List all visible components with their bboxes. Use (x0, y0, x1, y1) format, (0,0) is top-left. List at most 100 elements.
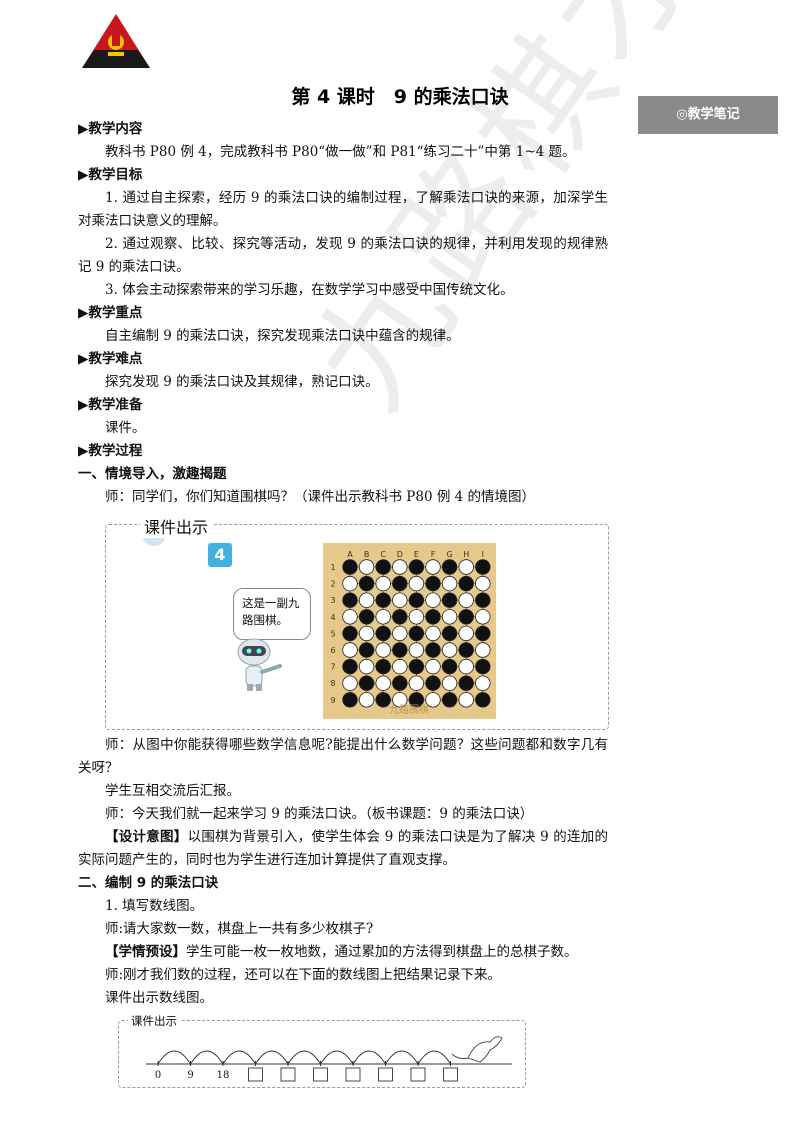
school-logo (82, 14, 150, 68)
step-heading: 二、编制 9 的乘法口诀 (78, 875, 219, 891)
white-stone (425, 592, 441, 608)
black-stone (475, 559, 491, 575)
board-col-label: C (380, 550, 386, 559)
paragraph: 师:刚才我们数的过程，还可以在下面的数线图上把结果记录下来。 (105, 967, 502, 983)
jump-arc (352, 1050, 386, 1065)
section-heading: ▶教学难点 (78, 351, 143, 367)
board-row-label: 8 (330, 679, 335, 688)
black-stone (475, 658, 491, 675)
black-stone (458, 642, 474, 658)
paragraph: 1. 填写数线图。 (105, 898, 204, 914)
black-stone (408, 658, 425, 675)
black-stone (408, 692, 425, 708)
board-row-label: 2 (330, 580, 335, 589)
section-heading: ▶教学重点 (78, 305, 143, 321)
tick-label: 9 (187, 1070, 193, 1081)
paragraph: 1. 通过自主探索，经历 9 的乘法口诀的编制过程，了解乘法口诀的来源，加深学生… (78, 190, 608, 229)
white-stone (408, 642, 425, 658)
board-row-label: 6 (330, 646, 335, 655)
black-stone (375, 625, 391, 642)
speech-bubble: 这是一副九路围棋。 (233, 588, 311, 640)
white-stone (441, 609, 458, 625)
teaching-notes-tab[interactable]: ◎教学笔记 (638, 96, 778, 134)
jump-arc (287, 1050, 321, 1065)
black-stone (375, 658, 391, 675)
board-col-label: F (431, 550, 436, 559)
section-heading: ▶教学目标 (78, 167, 143, 183)
board-col-label: I (482, 550, 484, 559)
answer-box[interactable] (443, 1067, 458, 1082)
black-stone (358, 609, 375, 625)
black-stone (475, 592, 491, 608)
paragraph: 2. 通过观察、比较、探究等活动，发现 9 的乘法口诀的规律，并利用发现的规律熟… (78, 236, 608, 275)
white-stone (375, 575, 391, 592)
black-stone (375, 592, 391, 608)
white-stone (441, 575, 458, 592)
board-col-label: H (463, 550, 469, 559)
black-stone (441, 592, 458, 608)
black-stone (425, 609, 441, 625)
white-stone (425, 692, 441, 708)
robot-icon (237, 638, 282, 691)
board-row-label: 3 (330, 596, 335, 605)
black-stone (342, 625, 358, 642)
board-row-label: 5 (330, 629, 335, 638)
black-stone (408, 592, 425, 608)
answer-box[interactable] (378, 1067, 393, 1082)
answer-box[interactable] (345, 1067, 361, 1082)
white-stone (358, 692, 375, 708)
white-stone (392, 559, 408, 575)
white-stone (358, 559, 375, 575)
black-stone (375, 692, 391, 708)
white-stone (358, 592, 375, 608)
white-stone (392, 692, 408, 708)
paragraph: 教科书 P80 例 4，完成教科书 P80“做一做”和 P81“练习二十”中第 … (105, 144, 576, 160)
example-number-badge: 4 (208, 543, 232, 567)
section-heading: ▶教学过程 (78, 443, 143, 459)
courseware-figure-go (105, 524, 609, 730)
board-row-label: 9 (330, 696, 335, 705)
paragraph: 师：从图中你能获得哪些数学信息呢?能提出什么数学问题？这些问题都和数字几有关呀？ (78, 737, 608, 776)
black-stone (408, 559, 425, 575)
white-stone (475, 575, 491, 592)
page-title: 第 4 课时 9 的乘法口诀 (291, 86, 509, 108)
black-stone (441, 625, 458, 642)
white-stone (342, 609, 358, 625)
white-stone (392, 625, 408, 642)
answer-box[interactable] (248, 1067, 263, 1082)
board-col-label: A (347, 550, 353, 559)
answer-box[interactable] (410, 1067, 426, 1082)
black-stone (342, 559, 358, 575)
white-stone (358, 625, 375, 642)
white-stone (441, 642, 458, 658)
jump-arc (222, 1050, 256, 1065)
jump-arc (385, 1050, 419, 1065)
black-stone (342, 592, 358, 608)
jump-arc (255, 1050, 289, 1065)
black-stone (441, 692, 458, 708)
white-stone (458, 592, 474, 608)
white-stone (375, 675, 391, 691)
board-col-label: G (446, 550, 452, 559)
tick-label: 18 (217, 1070, 230, 1081)
black-stone (458, 575, 474, 592)
student-preset: 【学情预设】学生可能一枚一枚地数，通过累加的方法得到棋盘上的总棋子数。 (105, 944, 578, 960)
answer-box[interactable] (280, 1067, 296, 1082)
black-stone (358, 575, 375, 592)
answer-box[interactable] (313, 1067, 328, 1082)
step-heading: 一、情境导入，激趣揭题 (78, 466, 227, 482)
black-stone (392, 609, 408, 625)
paragraph: 3. 体会主动探索带来的学习乐趣，在数学学习中感受中国传统文化。 (105, 282, 514, 298)
black-stone (441, 559, 458, 575)
preset-tag: 【学情预设】 (105, 944, 186, 960)
white-stone (458, 658, 474, 675)
board-col-label: D (397, 550, 403, 559)
white-stone (358, 658, 375, 675)
lesson-content: ▶教学内容 教科书 P80 例 4，完成教科书 P80“做一做”和 P81“练习… (78, 118, 608, 1010)
section-heading: ▶教学内容 (78, 121, 143, 137)
white-stone (425, 559, 441, 575)
black-stone (425, 675, 441, 691)
paragraph: 自主编制 9 的乘法口诀，探究发现乘法口诀中蕴含的规律。 (105, 328, 460, 344)
